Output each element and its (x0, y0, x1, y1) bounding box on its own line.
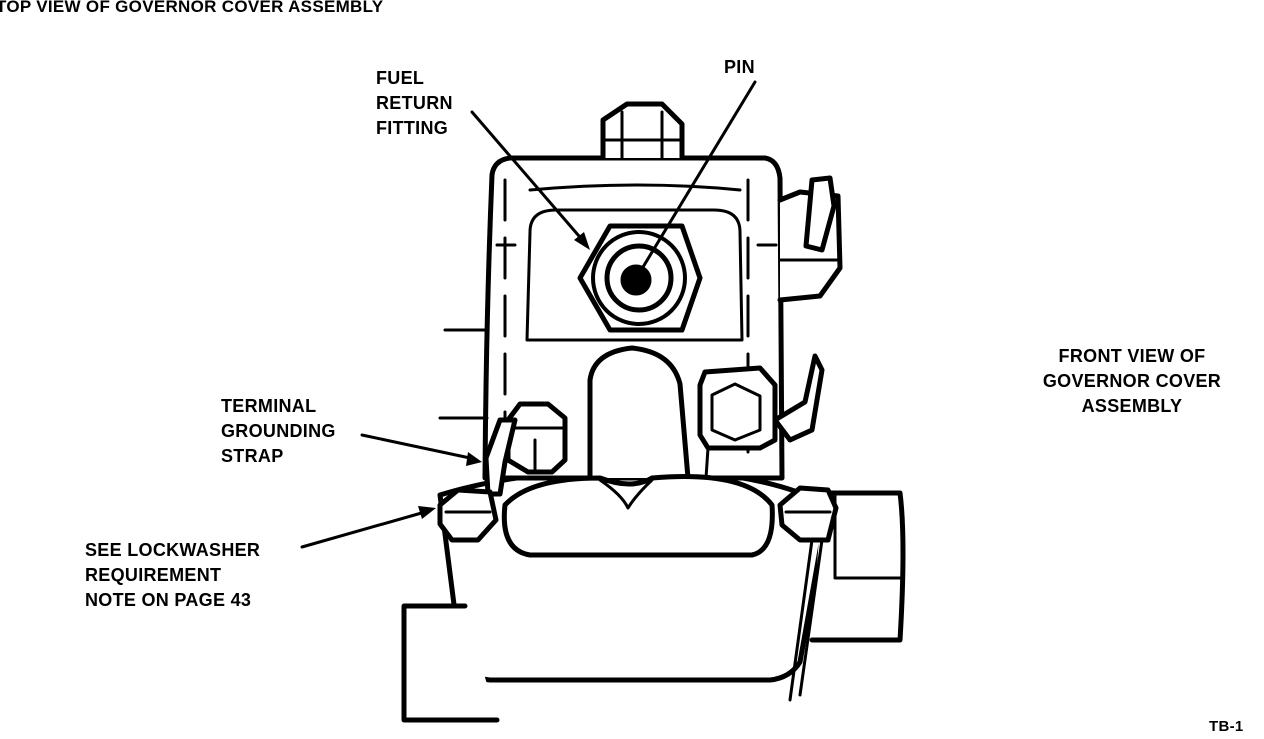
figure-code: TB-1 (1209, 718, 1244, 735)
left-housing-bolt (437, 487, 499, 543)
callout-lockwasher-note: SEE LOCKWASHER REQUIREMENT NOTE ON PAGE … (85, 540, 261, 610)
right-housing-bolt (777, 485, 839, 543)
leader-lockwasher (300, 510, 427, 549)
leader-fuel-return (470, 110, 587, 245)
callout-terminal-grounding-strap: TERMINAL GROUNDING STRAP (221, 396, 336, 466)
front-view-caption: FRONT VIEW OF GOVERNOR COVER ASSEMBLY (1042, 346, 1222, 416)
leader-pin (638, 80, 757, 274)
callout-pin: PIN (724, 57, 755, 77)
callout-fuel-return-fitting: FUEL RETURN FITTING (376, 68, 453, 138)
lower-cavity (501, 474, 775, 558)
pin (620, 264, 652, 296)
top-bolt (600, 101, 685, 161)
center-arch (587, 345, 691, 481)
page-title: TOP VIEW OF GOVERNOR COVER ASSEMBLY (0, 0, 384, 16)
leader-terminal (360, 433, 472, 460)
left-terminal-bolt (505, 401, 568, 475)
inner-panel (525, 208, 744, 342)
left-side-tab (401, 603, 500, 723)
right-terminal-bolt (697, 365, 778, 451)
